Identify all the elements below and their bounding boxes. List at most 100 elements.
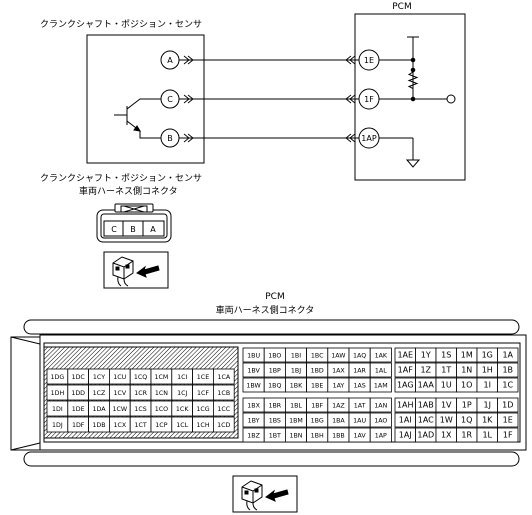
pin-label: 1AJ [399, 430, 412, 439]
pin-cell [369, 362, 392, 378]
pin-label: 1D [502, 400, 513, 409]
pin-label: 1CY [93, 374, 105, 381]
pin-label: 1F [503, 430, 513, 439]
pin-label: 1W [440, 415, 453, 424]
pin-label: 1BF [311, 402, 323, 409]
pin-label: 1Y [421, 350, 431, 359]
sensor-connector-pin-b: B [130, 225, 136, 234]
pin-label: 1CG [196, 406, 209, 413]
pcm-terminal-1f: 1F [358, 88, 380, 110]
pin-label: 1CX [113, 422, 126, 429]
pin-label: 1Z [420, 365, 431, 374]
sensor-connector-pin-a: A [150, 225, 156, 234]
svg-text:1F: 1F [364, 95, 374, 104]
pin-label: 1AT [354, 402, 366, 409]
pin-label: 1DA [92, 406, 106, 413]
pin-label: 1AH [397, 400, 414, 409]
pin-label: 1CF [197, 390, 209, 397]
pin-label: 1CS [134, 406, 146, 413]
pin-label: 1CB [217, 390, 230, 397]
pin-cell [497, 412, 519, 428]
pin-label: 1DJ [52, 422, 63, 429]
pin-label: 1CE [197, 374, 209, 381]
pin-label: 1BW [246, 382, 261, 389]
pin-cell [369, 377, 392, 393]
sensor-title: クランクシャフト・ポジション・センサ [40, 19, 202, 30]
pin-label: 1BM [289, 417, 303, 424]
pin-cell [369, 427, 392, 443]
pin-label: 1AC [418, 415, 434, 424]
pin-label: 1AL [375, 367, 387, 374]
pcm-terminal-1e: 1E [358, 49, 380, 71]
pin-label: 1BH [311, 432, 324, 439]
pin-label: 1BC [311, 352, 324, 359]
connector-title-line2: 車両ハーネス側コネクタ [79, 185, 178, 197]
pin-label: 1B [502, 365, 513, 374]
pin-label: 1AP [375, 432, 387, 439]
pcm-terminal-1ap: 1AP [358, 127, 380, 149]
sensor-terminal-a: A [160, 50, 180, 70]
pin-label: 1U [441, 380, 452, 389]
pin-label: 1AE [397, 350, 413, 359]
svg-text:A: A [167, 56, 173, 65]
pin-label: 1I [484, 380, 491, 389]
pin-label: 1CK [176, 406, 189, 413]
pin-label: 1CW [112, 406, 127, 413]
pin-label: 1AB [418, 400, 434, 409]
connector-title-line1: クランクシャフト・ポジション・センサ [40, 173, 202, 184]
pin-label: 1L [482, 430, 492, 439]
pin-cell [212, 400, 235, 417]
pin-label: 1V [441, 400, 452, 409]
pin-label: 1AU [353, 417, 366, 424]
pin-label: 1AF [398, 365, 414, 374]
pin-label: 1DD [71, 390, 85, 397]
pin-label: 1AS [353, 382, 365, 389]
pin-cell [497, 377, 519, 393]
pin-label: 1H [482, 365, 493, 374]
pin-label: 1BY [248, 417, 260, 424]
pin-label: 1R [461, 430, 472, 439]
pin-label: 1CM [154, 374, 168, 381]
pin-label: 1BB [332, 432, 345, 439]
pin-label: 1AA [418, 380, 435, 389]
pin-label: 1AK [375, 352, 388, 359]
pin-label: 1CP [155, 422, 167, 429]
pcm-internal-circuit [379, 36, 456, 168]
pin-label: 1E [503, 415, 513, 424]
svg-text:C: C [167, 95, 173, 104]
pin-label: 1CL [176, 422, 188, 429]
pcm-box [354, 13, 466, 181]
pin-label: 1CZ [93, 390, 106, 397]
pin-label: 1CH [196, 422, 209, 429]
pin-label: 1S [441, 350, 451, 359]
pin-label: 1BA [332, 417, 345, 424]
pcm-title: PCM [392, 2, 411, 12]
pin-cell [497, 362, 519, 378]
pin-label: 1AY [333, 382, 345, 389]
pin-label: 1X [441, 430, 452, 439]
pin-label: 1AO [374, 417, 387, 424]
pin-cell [369, 412, 392, 428]
pin-label: 1DB [92, 422, 105, 429]
pin-label: 1CU [113, 374, 126, 381]
pin-label: 1BZ [247, 432, 260, 439]
pin-label: 1AG [397, 380, 414, 389]
pin-label: 1AV [353, 432, 366, 439]
svg-text:1E: 1E [364, 56, 374, 65]
pin-label: 1BI [291, 352, 301, 359]
pin-label: 1AM [374, 382, 388, 389]
pin-label: 1P [462, 400, 472, 409]
sensor-terminal-b: B [160, 128, 180, 148]
pin-label: 1A [502, 350, 513, 359]
pin-label: 1CC [217, 406, 230, 413]
pin-label: 1BO [268, 352, 281, 359]
pin-label: 1CR [134, 390, 147, 397]
pin-label: 1J [484, 400, 491, 409]
pin-cell [497, 347, 519, 363]
pin-label: 1BU [247, 352, 260, 359]
pin-label: 1Q [461, 415, 472, 424]
pin-label: 1AI [399, 415, 412, 424]
pin-label: 1N [461, 365, 472, 374]
